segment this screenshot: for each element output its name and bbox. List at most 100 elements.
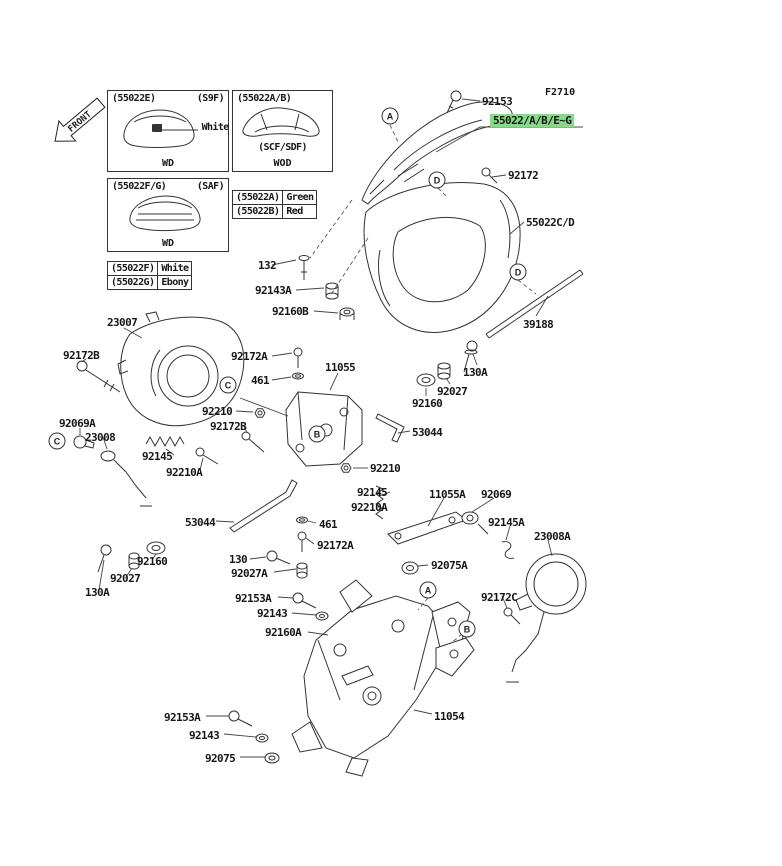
part-screw-92172 <box>481 167 498 184</box>
part-label-92172b: 92172B <box>210 420 247 433</box>
part-grommet-92075 <box>264 752 280 764</box>
part-label-92210a: 92210A <box>166 466 203 479</box>
part-label-92210: 92210 <box>202 405 233 418</box>
part-screw-92172b-2 <box>241 431 265 453</box>
part-label-130: 130 <box>229 553 248 566</box>
part-label-92160: 92160 <box>137 555 168 568</box>
callout-a: A <box>419 581 437 599</box>
callout-b: B <box>308 425 326 443</box>
part-label-92210: 92210 <box>370 462 401 475</box>
part-label-92027: 92027 <box>110 572 141 585</box>
part-label-461: 461 <box>251 374 270 387</box>
part-lower-cowl <box>363 182 521 333</box>
part-screw-92210a-left <box>195 447 219 465</box>
callout-c: C <box>48 432 66 450</box>
part-screw-92172a-center <box>297 531 307 552</box>
callout-b: B <box>458 620 476 638</box>
callout-d: D <box>509 263 527 281</box>
part-screw-92172b-long <box>76 360 121 393</box>
part-label-92143a: 92143A <box>255 284 292 297</box>
color-code-cell: (55022G) <box>106 275 159 290</box>
part-damper-92160-top <box>416 373 436 387</box>
table-row: (55022G) Ebony <box>106 275 193 290</box>
part-label-92172a: 92172A <box>317 539 354 552</box>
variant-footer: WD <box>161 158 175 169</box>
leader-lines <box>79 98 583 758</box>
part-nut-92210-center <box>340 463 352 473</box>
part-screw-92172a-top <box>293 347 303 368</box>
part-label-53044: 53044 <box>412 426 443 439</box>
part-label-92172b: 92172B <box>63 349 100 362</box>
part-label-92075: 92075 <box>205 752 236 765</box>
part-bolt-132 <box>298 255 310 280</box>
part-label-92027a: 92027A <box>231 567 268 580</box>
part-label-92145: 92145 <box>357 486 388 499</box>
part-spring-92145-left <box>145 435 185 448</box>
table-row: (55022B) Red <box>231 204 318 219</box>
variant-box-55022e: (55022E) (S9F) White WD <box>107 90 229 172</box>
part-label-92145: 92145 <box>142 450 173 463</box>
part-label-92160: 92160 <box>412 397 443 410</box>
part-label-23008a: 23008A <box>534 530 571 543</box>
part-label-92075a: 92075A <box>431 559 468 572</box>
part-label-39188: 39188 <box>523 318 554 331</box>
part-spring-92145-center <box>375 485 385 520</box>
color-table-fg: (55022F) White (55022G) Ebony <box>106 261 193 290</box>
part-label-130a: 130A <box>85 586 110 599</box>
part-socket-23008 <box>100 450 152 514</box>
part-label-92153a: 92153A <box>235 592 272 605</box>
part-bolt-130 <box>266 550 291 565</box>
part-label-92160a: 92160A <box>265 626 302 639</box>
variant-code: (55022F/G) <box>112 181 167 192</box>
part-screw-92153 <box>446 90 462 114</box>
part-bulb-92069a <box>73 435 95 449</box>
color-name-cell: Red <box>282 204 318 219</box>
part-label-92027: 92027 <box>437 385 468 398</box>
dashed-lines <box>309 124 537 645</box>
part-grommet-92143a <box>325 282 339 300</box>
part-rod-53044-left <box>229 479 298 533</box>
part-label-23007: 23007 <box>107 316 138 329</box>
part-label-55022c-d: 55022C/D <box>526 216 575 229</box>
part-label-92143: 92143 <box>189 729 220 742</box>
part-collar-92027-left <box>128 552 140 570</box>
part-bolt-130a-left <box>97 544 112 573</box>
part-nut-92210-left <box>254 408 266 418</box>
part-grommet-92143-2 <box>255 733 269 743</box>
part-label-92143: 92143 <box>257 607 288 620</box>
variant-trim: (SCF/SDF) <box>258 142 307 153</box>
part-label-92069a: 92069A <box>59 417 96 430</box>
cowl-thumbnail-1 <box>123 109 198 148</box>
part-damper-92160b <box>339 307 355 320</box>
cowl-thumbnail-3 <box>129 195 201 231</box>
part-label-92145a: 92145A <box>488 516 525 529</box>
color-table-ab: (55022A) Green (55022B) Red <box>231 190 318 219</box>
part-label-92172a: 92172A <box>231 350 268 363</box>
color-code-cell: (55022B) <box>231 204 284 219</box>
part-collar-92027-top <box>437 362 451 380</box>
part-label-92210a: 92210A <box>351 501 388 514</box>
callout-c: C <box>219 376 237 394</box>
part-screw-92172c <box>503 607 521 625</box>
callout-d: D <box>428 171 446 189</box>
cowl-thumbnail-2 <box>242 107 320 137</box>
variant-code: (55022E) <box>112 93 156 104</box>
variant-box-55022ab: (55022A/B) (SCF/SDF) WOD <box>232 90 333 172</box>
part-label-92172: 92172 <box>508 169 539 182</box>
color-name-cell: Ebony <box>157 275 193 290</box>
part-bracket-11054 <box>291 579 475 777</box>
part-label-92160b: 92160B <box>272 305 309 318</box>
variant-trim: (S9F) <box>196 93 225 104</box>
figure-code: F2710 <box>545 87 576 98</box>
part-lamp-23008a <box>506 553 587 692</box>
variant-footer: WOD <box>273 158 292 169</box>
variant-box-55022fg: (55022F/G) (SAF) WD <box>107 178 229 252</box>
part-label-23008: 23008 <box>85 431 116 444</box>
part-washer-461-top <box>292 372 304 380</box>
part-label-92069: 92069 <box>481 488 512 501</box>
part-label-92172c: 92172C <box>481 591 518 604</box>
variant-color-label: White <box>201 122 230 134</box>
part-socket-92069 <box>461 511 489 535</box>
